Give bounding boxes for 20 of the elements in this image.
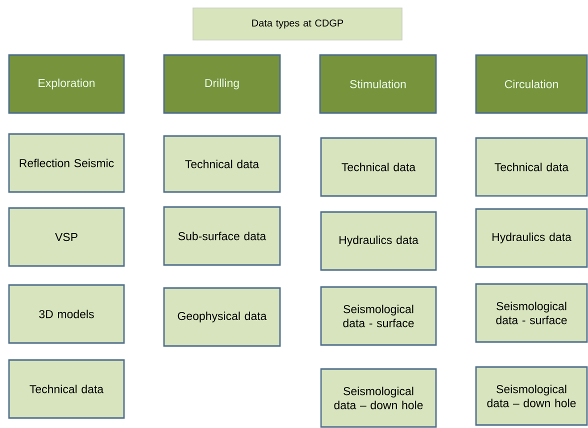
category-box: Drilling [163,54,281,114]
category-box: Stimulation [319,54,437,114]
data-box: 3D models [8,284,125,344]
data-box: Seismological data – down hole [320,368,437,428]
data-box: Technical data [475,137,588,197]
title-box: Data types at CDGP [192,8,402,40]
data-box: Seismological data - surface [475,283,588,343]
data-box: Seismological data - surface [320,286,437,346]
data-box: Reflection Seismic [8,133,125,193]
data-box: Technical data [163,135,281,193]
data-box: Sub-surface data [163,206,281,266]
data-box: Seismological data – down hole [475,366,588,426]
data-box: Technical data [320,137,437,197]
data-box: VSP [8,207,125,267]
data-box: Hydraulics data [475,208,588,268]
category-box: Circulation [475,54,588,114]
data-box: Technical data [8,359,125,419]
data-box: Geophysical data [163,287,281,347]
data-box: Hydraulics data [320,211,437,271]
category-box: Exploration [8,54,125,114]
